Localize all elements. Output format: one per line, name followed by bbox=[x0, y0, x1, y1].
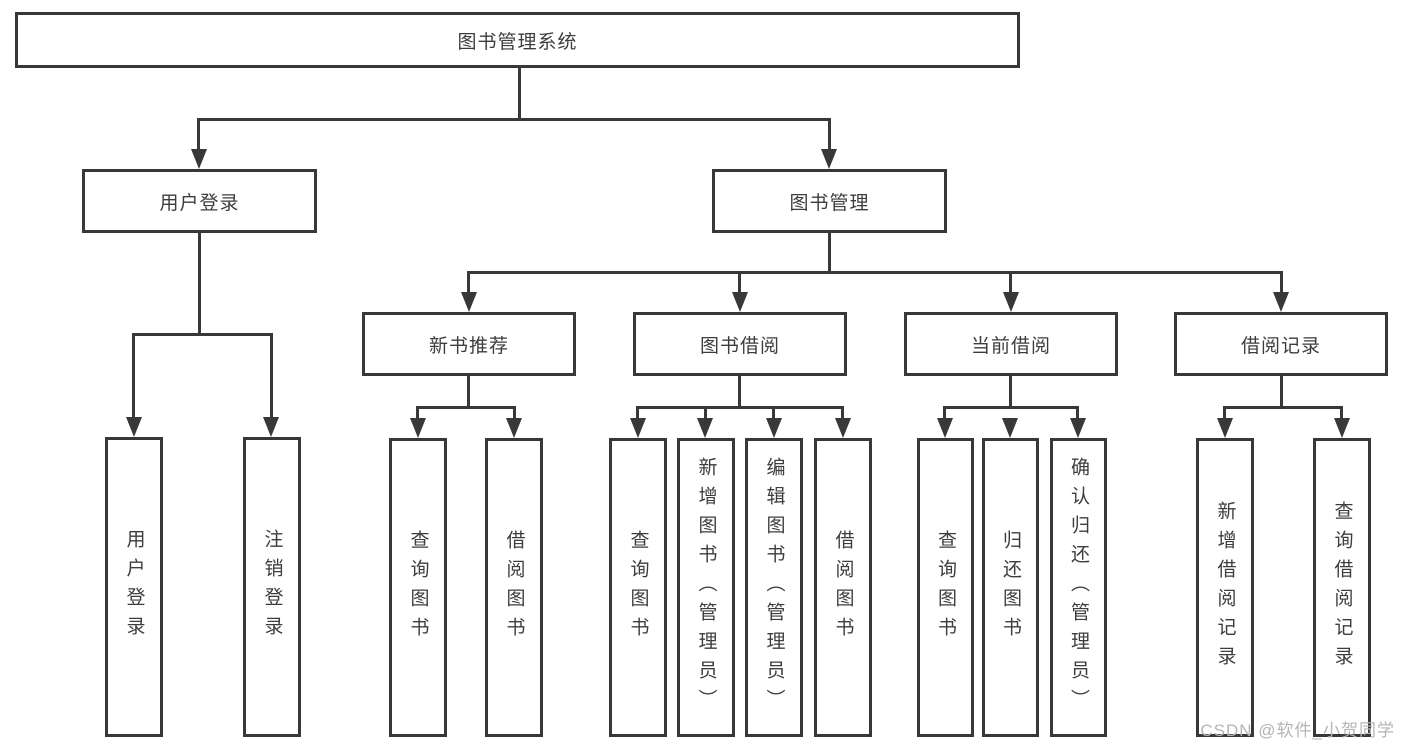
node-return-books: 归还图书 bbox=[982, 438, 1039, 737]
connector-arrow bbox=[766, 418, 782, 438]
connector-line bbox=[1009, 271, 1012, 296]
connector-line bbox=[518, 68, 521, 120]
connector-line bbox=[636, 406, 639, 420]
connector-line bbox=[467, 271, 470, 296]
node-edit-books-admin: 编辑图书（管理员） bbox=[745, 438, 803, 737]
node-label: 图书管理 bbox=[789, 192, 870, 214]
connector-line bbox=[416, 406, 419, 420]
connector-arrow bbox=[835, 418, 851, 438]
node-label: 新增借阅记录 bbox=[1214, 500, 1236, 675]
node-label: 图书管理系统 bbox=[457, 31, 578, 53]
connector-line bbox=[636, 406, 844, 409]
connector-arrow bbox=[263, 417, 279, 437]
connector-arrow bbox=[506, 418, 522, 438]
node-user-login-action: 用户登录 bbox=[105, 437, 163, 737]
connector-line bbox=[828, 233, 831, 273]
node-borrow-books-1: 借阅图书 bbox=[485, 438, 543, 737]
connector-line bbox=[467, 376, 470, 409]
connector-line bbox=[1009, 376, 1012, 409]
node-library-management-system: 图书管理系统 bbox=[15, 12, 1020, 68]
connector-line bbox=[738, 271, 741, 296]
node-label: 图书借阅 bbox=[699, 335, 780, 357]
node-label: 查询图书 bbox=[935, 529, 956, 646]
node-label: 用户登录 bbox=[123, 529, 145, 645]
connector-line bbox=[270, 333, 273, 420]
connector-line bbox=[704, 406, 707, 420]
node-book-borrowing: 图书借阅 bbox=[633, 312, 847, 376]
connector-line bbox=[1223, 406, 1226, 420]
node-add-books-admin: 新增图书（管理员） bbox=[677, 438, 735, 737]
connector-line bbox=[1280, 376, 1283, 409]
connector-line bbox=[197, 118, 200, 152]
watermark: CSDN @软件_小贺同学 bbox=[1200, 721, 1395, 740]
connector-arrow bbox=[191, 149, 207, 169]
node-add-borrow-record: 新增借阅记录 bbox=[1196, 438, 1254, 737]
connector-line bbox=[416, 406, 516, 409]
node-label: 查询借阅记录 bbox=[1331, 500, 1353, 675]
node-label: 当前借阅 bbox=[970, 335, 1051, 357]
connector-line bbox=[1340, 406, 1343, 420]
node-label: 查询图书 bbox=[627, 529, 649, 646]
connector-line bbox=[828, 118, 831, 152]
connector-line bbox=[198, 233, 201, 336]
node-query-books-3: 查询图书 bbox=[917, 438, 974, 737]
connector-line bbox=[1223, 406, 1343, 409]
connector-line bbox=[841, 406, 844, 420]
connector-line bbox=[197, 118, 831, 121]
connector-arrow bbox=[126, 417, 142, 437]
node-confirm-return-admin: 确认归还（管理员） bbox=[1050, 438, 1107, 737]
node-label: 新书推荐 bbox=[428, 335, 509, 357]
node-borrow-books-2: 借阅图书 bbox=[814, 438, 872, 737]
node-label: 确认归还（管理员） bbox=[1068, 457, 1089, 718]
connector-arrow bbox=[630, 418, 646, 438]
connector-line bbox=[943, 406, 1079, 409]
node-current-borrowing: 当前借阅 bbox=[904, 312, 1118, 376]
node-label: 借阅图书 bbox=[832, 529, 854, 646]
connector-arrow bbox=[1273, 292, 1289, 312]
node-label: 借阅记录 bbox=[1240, 335, 1321, 357]
connector-line bbox=[467, 271, 1283, 274]
connector-arrow bbox=[1217, 418, 1233, 438]
node-label: 查询图书 bbox=[407, 529, 429, 646]
connector-arrow bbox=[1334, 418, 1350, 438]
connector-line bbox=[132, 333, 135, 420]
node-label: 归还图书 bbox=[1000, 529, 1021, 646]
connector-arrow bbox=[410, 418, 426, 438]
connector-line bbox=[772, 406, 775, 420]
connector-arrow bbox=[1070, 418, 1086, 438]
connector-arrow bbox=[697, 418, 713, 438]
node-new-book-recommendation: 新书推荐 bbox=[362, 312, 576, 376]
node-book-management: 图书管理 bbox=[712, 169, 947, 233]
connector-line bbox=[132, 333, 273, 336]
node-user-login: 用户登录 bbox=[82, 169, 317, 233]
node-logout: 注销登录 bbox=[243, 437, 301, 737]
node-label: 用户登录 bbox=[159, 192, 240, 214]
connector-arrow bbox=[1002, 418, 1018, 438]
connector-line bbox=[513, 406, 516, 420]
connector-arrow bbox=[461, 292, 477, 312]
node-label: 注销登录 bbox=[261, 529, 283, 645]
connector-arrow bbox=[821, 149, 837, 169]
node-borrowing-records: 借阅记录 bbox=[1174, 312, 1388, 376]
node-query-borrow-record: 查询借阅记录 bbox=[1313, 438, 1371, 737]
node-query-books-1: 查询图书 bbox=[389, 438, 447, 737]
connector-arrow bbox=[937, 418, 953, 438]
connector-line bbox=[1076, 406, 1079, 420]
node-label: 新增图书（管理员） bbox=[695, 457, 717, 718]
node-label: 借阅图书 bbox=[503, 529, 525, 646]
node-label: 编辑图书（管理员） bbox=[763, 457, 785, 718]
connector-arrow bbox=[732, 292, 748, 312]
connector-line bbox=[1280, 271, 1283, 296]
connector-line bbox=[738, 376, 741, 409]
node-query-books-2: 查询图书 bbox=[609, 438, 667, 737]
connector-arrow bbox=[1003, 292, 1019, 312]
connector-line bbox=[943, 406, 946, 420]
